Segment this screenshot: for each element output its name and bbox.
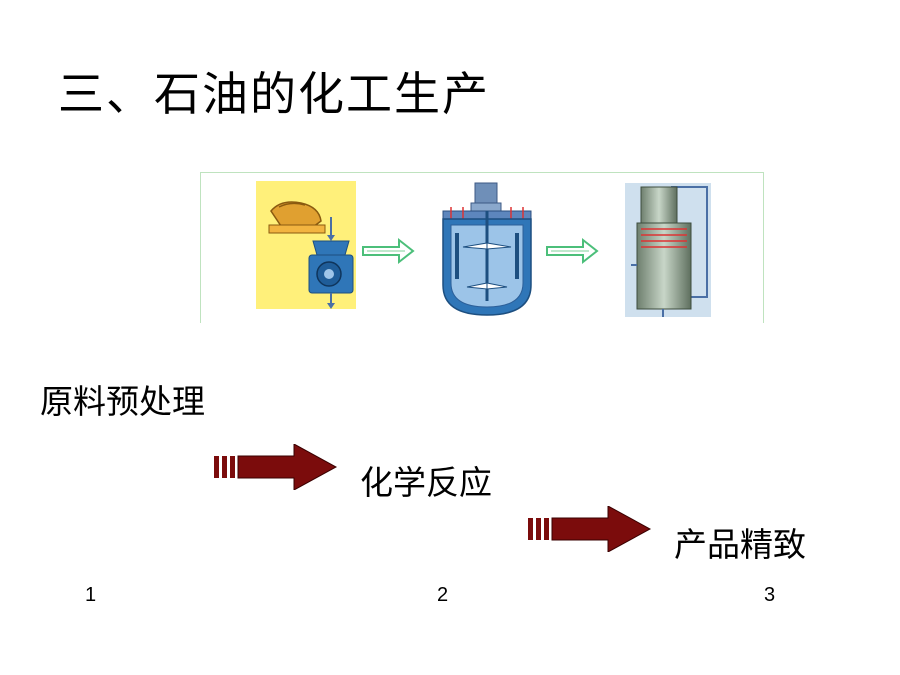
reactor-vessel-image (437, 181, 537, 323)
step-label-product-refining: 产品精致 (674, 525, 806, 564)
step-label-chemical-reaction: 化学反应 (360, 463, 492, 502)
refining-column-image (625, 183, 711, 317)
flow-arrow-1 (362, 237, 415, 265)
step-label-pretreatment: 原料预处理 (40, 382, 205, 421)
process-arrow-2 (528, 506, 652, 552)
slide-title: 三、石油的化工生产 (58, 67, 490, 121)
pretreatment-equipment-image (256, 181, 356, 309)
process-illustration (200, 172, 764, 323)
process-arrow-1 (214, 444, 338, 490)
step-number-3: 3 (764, 584, 776, 606)
flow-arrow-2 (546, 237, 599, 265)
step-number-2: 2 (437, 584, 449, 606)
step-number-1: 1 (85, 584, 97, 606)
